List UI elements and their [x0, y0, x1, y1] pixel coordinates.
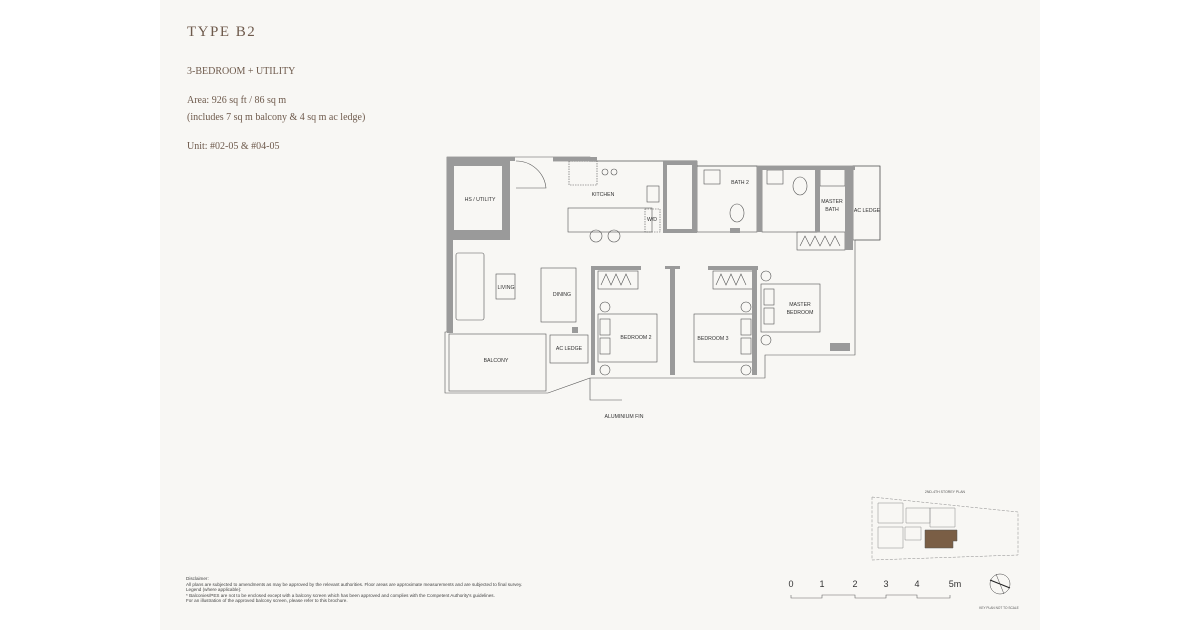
- room-living: LIVING: [497, 285, 514, 291]
- disclaimer-line: For an illustration of the approved balc…: [186, 598, 348, 604]
- room-master-bedroom-line2: BEDROOM: [787, 310, 814, 316]
- room-kitchen: KITCHEN: [592, 192, 615, 198]
- disclaimer-line: Legend (where applicable):: [186, 587, 242, 593]
- room-balcony: BALCONY: [484, 358, 509, 364]
- room-bedroom-2: BEDROOM 2: [620, 335, 651, 341]
- scale-tick-2: 2: [852, 579, 857, 589]
- room-wd: W/D: [647, 217, 657, 223]
- room-master-bedroom-line1: MASTER: [789, 302, 811, 308]
- scale-tick-1: 1: [819, 579, 824, 589]
- scale-tick-0: 0: [788, 579, 793, 589]
- key-plan-unit-highlight: [924, 529, 958, 549]
- disclaimer-heading: Disclaimer:: [186, 576, 209, 581]
- key-plan-title: 2ND-4TH STOREY PLAN: [925, 490, 966, 494]
- scale-tick-5: 5m: [949, 579, 962, 589]
- unit-type: 3-BEDROOM + UTILITY: [187, 66, 296, 77]
- disclaimer-line: * Balconies/PES are not to be enclosed e…: [186, 592, 495, 598]
- area-note: (includes 7 sq m balcony & 4 sq m ac led…: [187, 112, 366, 123]
- plan-walls: [447, 157, 855, 375]
- page-title: TYPE B2: [187, 24, 257, 40]
- room-bedroom-3: BEDROOM 3: [697, 336, 728, 342]
- room-labels: HS / UTILITY KITCHEN W/D BATH 2 MASTER B…: [465, 180, 881, 420]
- disclaimer: Disclaimer: All plans are subjected to a…: [186, 576, 522, 604]
- scale-tick-4: 4: [914, 579, 919, 589]
- room-bath-2: BATH 2: [731, 180, 749, 186]
- annotation-aluminium-fin: ALUMINIUM FIN: [605, 414, 644, 420]
- plan-outlines: [444, 156, 881, 401]
- disclaimer-line: All plans are subjected to amendments as…: [186, 581, 523, 587]
- room-master-bath-line2: BATH: [825, 207, 839, 213]
- scale-tick-3: 3: [883, 579, 888, 589]
- room-dining: DINING: [553, 292, 571, 298]
- brochure-page: [160, 0, 1040, 630]
- key-plan: 2ND-4TH STOREY PLAN KEY PLAN NOT TO SCAL…: [871, 490, 1019, 610]
- unit-numbers: Unit: #02-05 & #04-05: [187, 141, 280, 152]
- scale-bar: 0 1 2 3 4 5m: [788, 579, 962, 599]
- room-master-bath-line1: MASTER: [821, 199, 843, 205]
- key-plan-note: KEY PLAN NOT TO SCALE: [979, 606, 1019, 610]
- room-hs-utility: HS / UTILITY: [465, 197, 496, 203]
- unit-area: Area: 926 sq ft / 86 sq m: [187, 95, 287, 106]
- room-ac-ledge-bottom: AC LEDGE: [556, 346, 583, 352]
- room-ac-ledge-top: AC LEDGE: [854, 208, 881, 214]
